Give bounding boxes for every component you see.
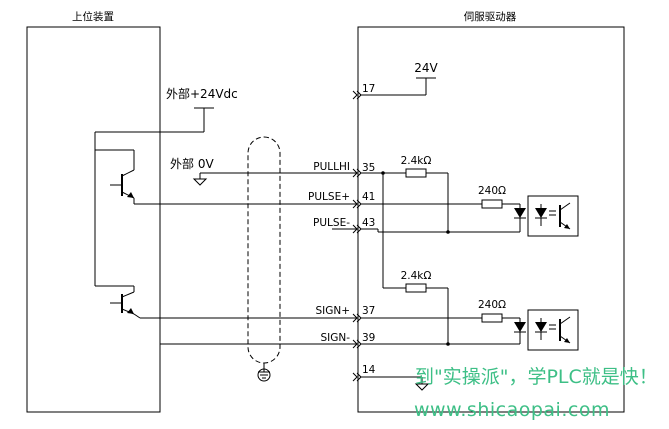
external-0v: 外部 0V <box>170 156 358 186</box>
sign-series-value: 240Ω <box>478 299 506 311</box>
sign-diode-icon <box>514 322 526 332</box>
pulse-series-resistor <box>481 199 503 209</box>
sign-photo-collector <box>559 316 571 325</box>
servo-driver-box <box>357 26 625 413</box>
external-0v-label: 外部 0V <box>170 156 214 171</box>
shield-ground-icon <box>257 368 271 382</box>
sign-channel: 2.4kΩ 240Ω <box>361 171 579 351</box>
signal-sign-plus-label: SIGN+ <box>315 305 350 317</box>
pulse-series-value: 240Ω <box>478 185 506 197</box>
external-24v-supply: 外部+24Vdc <box>94 86 238 286</box>
sign-emitter-arrow-icon <box>127 308 134 314</box>
pin-41-label: 41 <box>362 191 375 203</box>
pulse-pullup-value: 2.4kΩ <box>401 155 432 167</box>
pin-14-ground <box>361 376 430 391</box>
host-device: 上位装置 <box>26 10 161 413</box>
sign-pullup-value: 2.4kΩ <box>401 270 432 282</box>
servo-driver-title: 伺服驱动器 <box>464 10 517 23</box>
external-24v-label: 外部+24Vdc <box>166 86 238 101</box>
pulse-photo-collector <box>559 202 571 211</box>
signal-sign-minus-label: SIGN- <box>320 332 350 344</box>
pulse-photo-arrow-icon <box>564 224 570 229</box>
pin-35-label: 35 <box>362 162 375 174</box>
pin-17-chevron-icon <box>352 90 362 100</box>
sign-optocoupler <box>527 309 579 351</box>
host-device-box <box>26 26 161 413</box>
sign-light-icon <box>549 324 556 330</box>
host-device-title: 上位装置 <box>72 10 114 23</box>
pulse-diode-icon <box>514 208 526 218</box>
internal-24v: 24V <box>360 61 439 96</box>
pulse-channel: 2.4kΩ 240Ω <box>361 155 579 237</box>
watermark-slogan: 到"实操派"，学PLC就是快！ <box>415 366 658 388</box>
pulse-emitter-arrow-icon <box>127 192 134 198</box>
pin-39-label: 39 <box>362 332 375 344</box>
pin-14-ground-icon <box>414 383 430 391</box>
connector-chevrons <box>352 90 362 382</box>
signal-pulse-minus-label: PULSE- <box>313 217 350 229</box>
signal-pulse-plus-label: PULSE+ <box>308 191 350 203</box>
sign-photo-arrow-icon <box>564 338 570 343</box>
shielded-cable <box>247 136 281 382</box>
ground-0v-icon <box>192 178 208 186</box>
internal-24v-label: 24V <box>414 61 438 75</box>
sign-series-resistor <box>481 313 503 323</box>
servo-driver: 伺服驱动器 <box>357 10 625 413</box>
pin-17-label: 17 <box>362 83 375 95</box>
pin-14-chevron-icon <box>352 372 362 382</box>
pulse-transistor <box>95 149 358 205</box>
pulse-light-icon <box>549 210 556 216</box>
pin-14-label: 14 <box>362 364 376 376</box>
sign-transistor <box>95 285 358 319</box>
pulse-led-icon <box>535 208 547 218</box>
cable-shield <box>247 136 281 364</box>
signal-pullhi-label: PULLHI <box>313 161 350 173</box>
sign-pullup-resistor <box>405 283 427 293</box>
sign-emitter-wire <box>133 313 141 319</box>
pullhi-junction <box>381 171 385 175</box>
pulse-collector-leg <box>121 169 135 177</box>
pulse-optocoupler <box>527 195 579 237</box>
pin-43-label: 43 <box>362 217 375 229</box>
sign-collector-leg <box>121 291 135 298</box>
pulse-pullup-resistor <box>405 168 427 178</box>
pin-37-label: 37 <box>362 305 375 317</box>
sign-led-icon <box>535 322 547 332</box>
watermark-url: www.shicaopai.com <box>414 399 610 421</box>
watermark: 到"实操派"，学PLC就是快！ www.shicaopai.com <box>414 366 658 421</box>
